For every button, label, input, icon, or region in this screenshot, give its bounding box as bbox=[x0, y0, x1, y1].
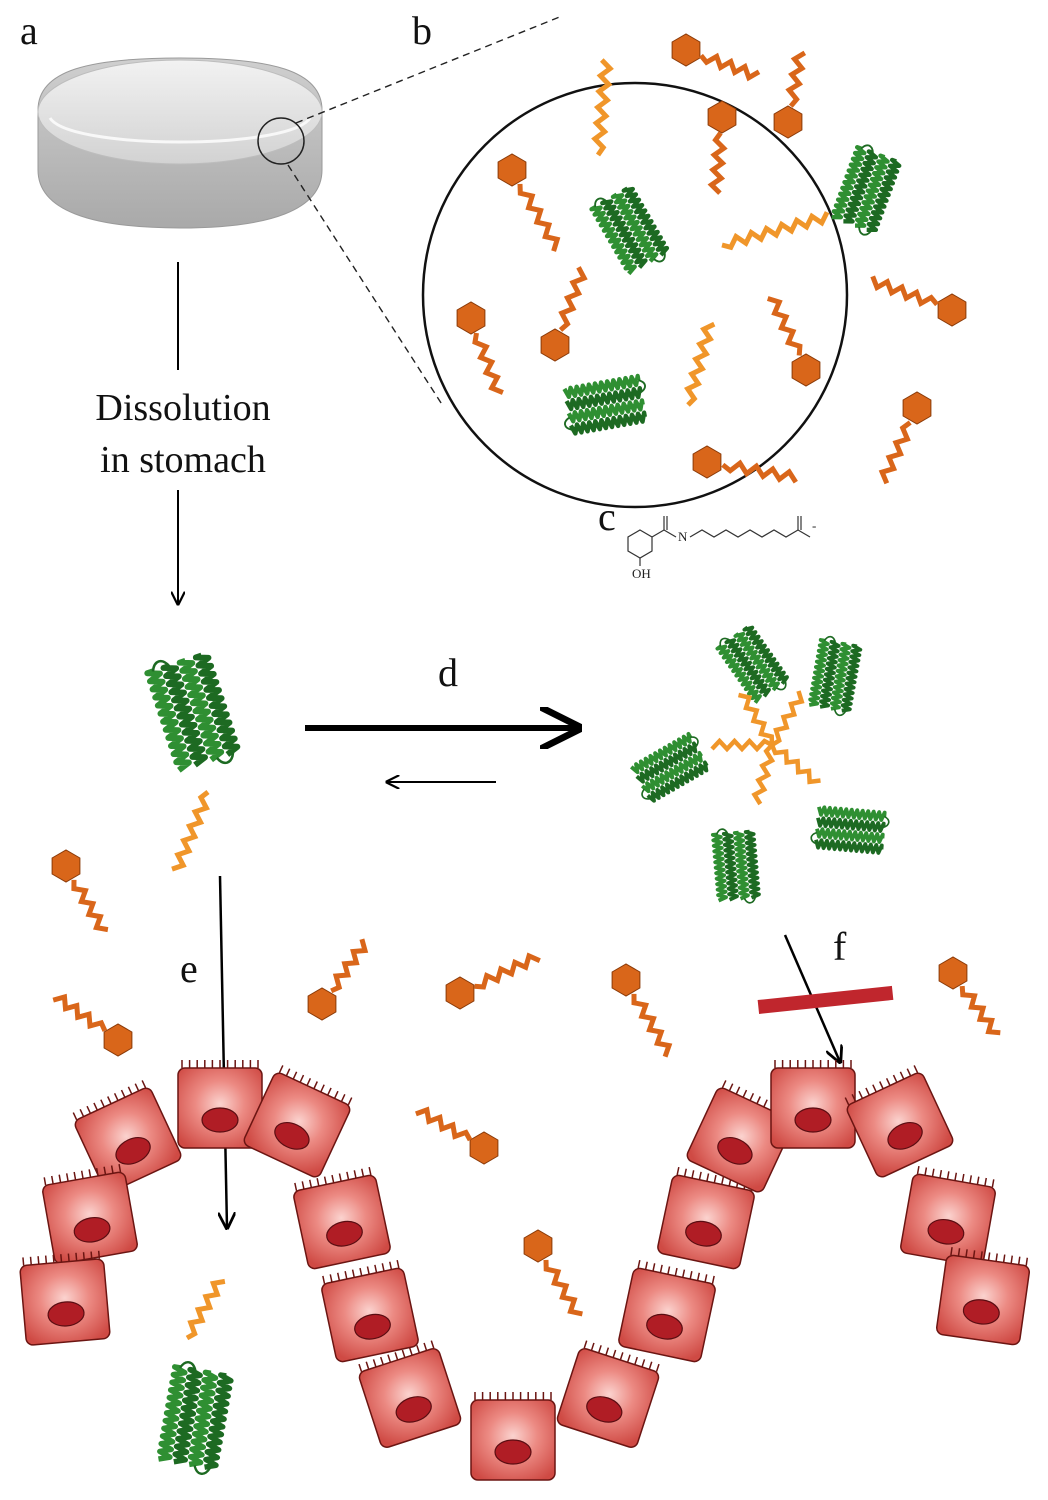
protein-helix-bundle-icon bbox=[715, 625, 789, 704]
permeation-enhancer-icon bbox=[611, 963, 673, 1058]
enhancer-tail-bound bbox=[185, 1278, 226, 1341]
dissolution-text-line2: in stomach bbox=[100, 439, 266, 481]
chemical-structure-icon bbox=[627, 516, 811, 566]
epithelial-cell-icon bbox=[72, 1080, 182, 1193]
permeation-enhancer-icon bbox=[456, 301, 504, 395]
enhancer-tail-bound bbox=[591, 58, 614, 157]
permeation-enhancer-icon bbox=[497, 153, 561, 252]
panel-label-e: e bbox=[180, 946, 198, 991]
protein-helix-bundle-icon bbox=[562, 373, 648, 436]
permeation-enhancer-icon bbox=[671, 33, 761, 82]
enhancer-tail-bound bbox=[721, 211, 830, 251]
permeation-enhancer-icon bbox=[707, 100, 737, 195]
epithelial-cell-icon bbox=[321, 1259, 419, 1363]
panel-label-b: b bbox=[412, 8, 432, 53]
panel-label-f: f bbox=[833, 924, 847, 969]
epithelial-cell-icon bbox=[42, 1164, 138, 1265]
protein-helix-bundle-icon bbox=[144, 652, 241, 773]
zoom-line-bottom bbox=[287, 164, 444, 407]
epithelial-cell-icon bbox=[19, 1250, 111, 1346]
protein-helix-bundle-icon bbox=[157, 1361, 234, 1475]
protein-helix-bundle-icon bbox=[831, 144, 902, 236]
tablet-icon bbox=[37, 57, 323, 229]
protein-helix-bundle-icon bbox=[629, 731, 709, 803]
protein-helix-bundle-icon bbox=[589, 186, 670, 276]
epithelial-cell-icon bbox=[177, 1060, 263, 1149]
permeation-enhancer-icon bbox=[52, 993, 133, 1057]
epithelial-cell-icon bbox=[844, 1065, 954, 1178]
chem-anion-label: - bbox=[812, 518, 816, 533]
permeation-enhancer-icon bbox=[51, 849, 109, 933]
permeation-enhancer-icon bbox=[878, 391, 932, 485]
permeation-enhancer-icon bbox=[692, 445, 798, 484]
panel-label-d: d bbox=[438, 650, 458, 695]
epithelial-cell-icon bbox=[618, 1259, 716, 1363]
permeation-enhancer-icon bbox=[773, 50, 807, 139]
enhancer-tail-bound bbox=[171, 790, 210, 872]
enhancer-tail-bound bbox=[770, 690, 805, 747]
permeation-arrow bbox=[220, 875, 227, 1228]
permeation-enhancer-icon bbox=[307, 938, 369, 1021]
permeation-enhancer-icon bbox=[870, 275, 967, 327]
permeation-enhancer-icon bbox=[415, 1106, 499, 1165]
permeation-enhancer-icon bbox=[523, 1229, 583, 1317]
permeation-enhancer-icon bbox=[445, 952, 541, 1010]
epithelial-cell-icon bbox=[935, 1247, 1031, 1346]
blocked-bar bbox=[757, 985, 894, 1014]
epithelial-cell-icon bbox=[900, 1166, 996, 1267]
epithelial-cell-icon bbox=[556, 1340, 660, 1448]
enhancer-tail-bound bbox=[751, 743, 776, 806]
protein-helix-bundle-icon bbox=[808, 635, 863, 717]
panel-label-a: a bbox=[20, 8, 38, 53]
protein-helix-bundle-icon bbox=[710, 828, 761, 904]
enhancer-tail-bound bbox=[769, 744, 821, 785]
enhancer-tail-bound bbox=[684, 321, 716, 407]
permeation-enhancer-icon bbox=[766, 296, 821, 387]
enhancer-tail-bound bbox=[710, 737, 774, 753]
epithelial-cell-icon bbox=[470, 1392, 556, 1481]
epithelial-cell-icon bbox=[243, 1065, 353, 1178]
epithelial-cell-icon bbox=[293, 1166, 391, 1270]
epithelial-cell-icon bbox=[358, 1340, 462, 1448]
chem-oh-label: OH bbox=[632, 566, 651, 581]
zoom-circle bbox=[257, 117, 305, 165]
epithelial-cell-icon bbox=[770, 1060, 856, 1149]
chem-nh-label: N bbox=[678, 529, 688, 544]
permeation-enhancer-icon bbox=[540, 266, 588, 362]
magnified-contents bbox=[456, 33, 967, 485]
epithelial-cell-icon bbox=[686, 1080, 796, 1193]
enhancer-tail-bound bbox=[737, 692, 775, 746]
magnified-view-circle bbox=[421, 81, 849, 509]
dissolution-text-line1: Dissolution bbox=[95, 387, 270, 429]
permeation-enhancer-icon bbox=[938, 956, 1001, 1036]
protein-helix-bundle-icon bbox=[810, 805, 890, 855]
dynamic-layer bbox=[19, 33, 1031, 1481]
